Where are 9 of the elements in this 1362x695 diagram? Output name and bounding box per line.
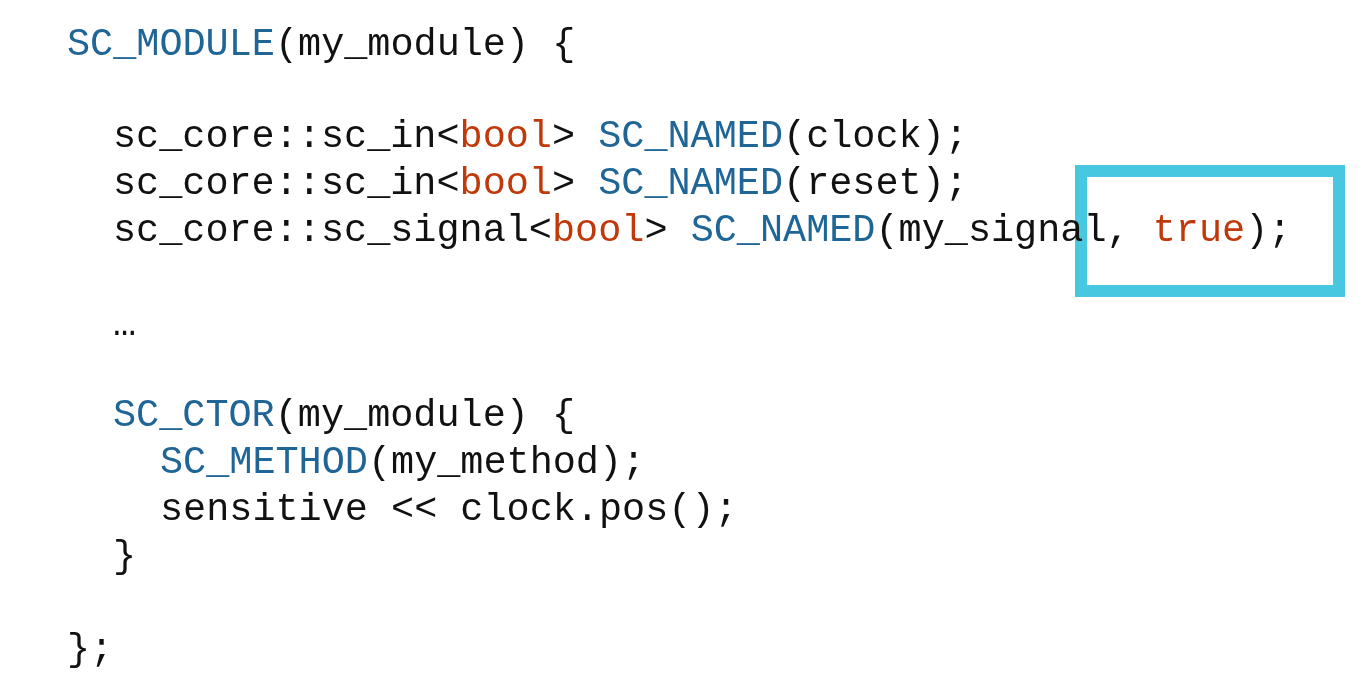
code-line: sensitive << clock.pos(); (160, 487, 738, 533)
code-line: … (113, 302, 137, 348)
code-line: SC_METHOD(my_method); (160, 440, 646, 486)
code-line: } (113, 534, 137, 580)
code-line: SC_CTOR(my_module) { (113, 393, 576, 439)
code-line: SC_MODULE(my_module) { (67, 22, 576, 68)
code-line: }; (67, 627, 114, 673)
code-line: sc_core::sc_in<bool> SC_NAMED(reset); (113, 161, 968, 207)
code-line: sc_core::sc_in<bool> SC_NAMED(clock); (113, 114, 968, 160)
